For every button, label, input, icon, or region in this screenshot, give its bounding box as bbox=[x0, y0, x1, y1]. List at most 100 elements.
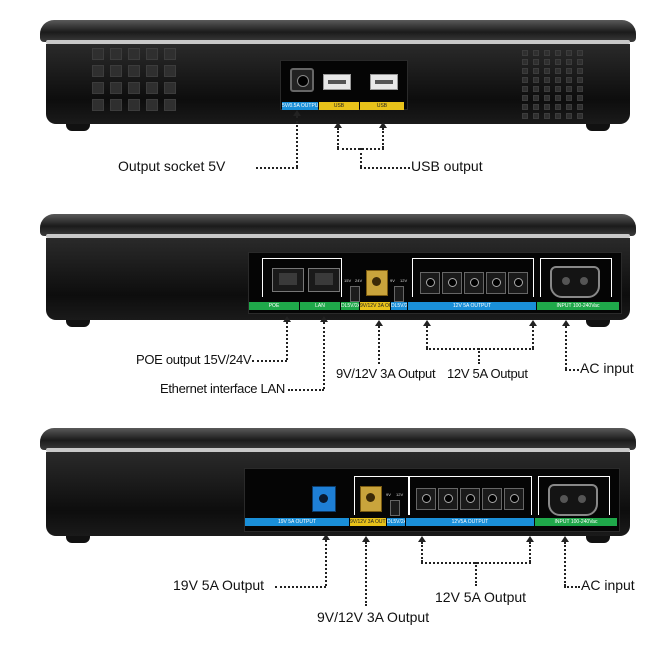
leader-line bbox=[529, 542, 531, 562]
callout-poe-output: POE output 15V/24V bbox=[136, 352, 252, 367]
strip-label-12v5a: 12V5A OUTPUT bbox=[406, 518, 534, 526]
strip-label-usb-2: USB bbox=[360, 102, 404, 110]
device-foot bbox=[586, 124, 610, 131]
dc-5521-port bbox=[420, 272, 440, 294]
callout-19v-5a-output: 19V 5A Output bbox=[173, 577, 265, 593]
strip-label-5v: 5V/0.5A OUTPUT bbox=[282, 102, 318, 110]
strip-label-dl5v-b: DL5V/2A bbox=[391, 302, 407, 310]
device-foot bbox=[586, 320, 610, 327]
dc-5521-port bbox=[464, 272, 484, 294]
bracket-marker bbox=[408, 476, 532, 515]
ac-inlet bbox=[550, 266, 600, 298]
leader-line bbox=[275, 586, 326, 588]
pointer-arrow bbox=[320, 316, 328, 322]
dc-5521-port bbox=[416, 488, 436, 510]
pointer-arrow bbox=[423, 320, 431, 326]
xt-connector-9v-12v bbox=[366, 270, 388, 296]
switch-label-24v: 24V bbox=[355, 278, 363, 283]
device-foot bbox=[586, 536, 610, 543]
ac-inlet bbox=[548, 484, 598, 516]
leader-line bbox=[360, 167, 410, 169]
dc-5521-port bbox=[508, 272, 528, 294]
usb-port-2 bbox=[370, 74, 398, 90]
dc-output-socket bbox=[290, 68, 314, 92]
strip-label-12v-5a: 12V 5A OUTPUT bbox=[408, 302, 536, 310]
switch-label-15v: 15V bbox=[344, 278, 352, 283]
strip-label-ac-input: INPUT 100-240Vac bbox=[537, 302, 619, 310]
device-rim-2 bbox=[46, 234, 630, 238]
rj45-poe-port bbox=[272, 268, 304, 292]
bracket-marker bbox=[262, 258, 342, 297]
leader-line bbox=[378, 326, 380, 364]
pointer-arrow bbox=[418, 536, 426, 542]
dc-5521-port bbox=[438, 488, 458, 510]
strip-label-poe: POE bbox=[249, 302, 299, 310]
output-voltage-switch bbox=[390, 500, 400, 516]
vent-grille-left bbox=[92, 48, 176, 111]
pointer-arrow bbox=[293, 110, 301, 116]
callout-usb-output: USB output bbox=[411, 158, 483, 174]
pointer-arrow bbox=[379, 122, 387, 128]
callout-9v-12v-output: 9V/12V 3A Output bbox=[317, 609, 430, 625]
switch-label-12v: 12V bbox=[400, 278, 408, 283]
callout-output-socket-5v: Output socket 5V bbox=[118, 158, 226, 174]
leader-line bbox=[256, 167, 298, 169]
leader-line bbox=[565, 326, 567, 369]
device-rim-1 bbox=[46, 40, 630, 44]
pointer-arrow bbox=[526, 536, 534, 542]
dc-5521-port bbox=[460, 488, 480, 510]
dc-19v-output-jack bbox=[312, 486, 336, 512]
device-unit-3: 9V 12V 19V 5A OUTPUT 9V/12V 3A OUTPUT DL… bbox=[40, 428, 636, 544]
dc-5521-port bbox=[504, 488, 524, 510]
bracket-marker bbox=[354, 476, 410, 515]
callout-ethernet-lan: Ethernet interface LAN bbox=[160, 381, 285, 396]
device-unit-2: 15V 24V 9V 12V POE LAN DL5V/2A 9V/12V 3A… bbox=[40, 214, 636, 328]
leader-line bbox=[565, 369, 579, 371]
pointer-arrow bbox=[561, 536, 569, 542]
xt-connector-9v-12v bbox=[360, 486, 382, 512]
device-top-2 bbox=[40, 214, 636, 236]
device-foot bbox=[66, 124, 90, 131]
leader-line bbox=[360, 148, 362, 167]
leader-line bbox=[426, 326, 428, 348]
leader-line bbox=[382, 128, 384, 148]
vent-grille-right bbox=[522, 50, 583, 119]
poe-voltage-switch bbox=[350, 286, 360, 302]
leader-line bbox=[421, 542, 423, 562]
callout-ac-input: AC input bbox=[581, 577, 635, 593]
output-voltage-switch bbox=[394, 286, 404, 302]
callout-12v-5a-output: 12V 5A Output bbox=[435, 589, 527, 605]
pointer-arrow bbox=[375, 320, 383, 326]
strip-label-ac-input: INPUT 100-240Vac bbox=[535, 518, 617, 526]
usb-port-1 bbox=[323, 74, 351, 90]
switch-label-9v: 9V bbox=[390, 278, 395, 283]
bracket-marker bbox=[538, 476, 610, 515]
rj45-lan-port bbox=[308, 268, 340, 292]
switch-label-12v: 12V bbox=[396, 492, 404, 497]
leader-line bbox=[252, 360, 287, 362]
leader-line bbox=[365, 542, 367, 606]
callout-9v-12v-output: 9V/12V 3A Output bbox=[336, 366, 436, 381]
leader-line bbox=[564, 542, 566, 586]
dc-5521-port bbox=[442, 272, 462, 294]
pointer-arrow bbox=[362, 536, 370, 542]
bracket-marker bbox=[412, 258, 534, 297]
strip-label-19v-5a: 19V 5A OUTPUT bbox=[245, 518, 349, 526]
device-unit-1: 5V/0.5A OUTPUT USB USB bbox=[40, 20, 636, 132]
leader-line bbox=[296, 116, 298, 167]
device-rim-3 bbox=[46, 448, 630, 452]
leader-line bbox=[323, 322, 325, 389]
pointer-arrow bbox=[322, 534, 330, 540]
device-foot bbox=[66, 536, 90, 543]
leader-line bbox=[478, 348, 480, 364]
dc-5521-port bbox=[486, 272, 506, 294]
switch-label-9v: 9V bbox=[386, 492, 391, 497]
strip-label-lan: LAN bbox=[300, 302, 340, 310]
callout-ac-input: AC input bbox=[580, 360, 634, 376]
leader-line bbox=[475, 562, 477, 586]
pointer-arrow bbox=[334, 122, 342, 128]
leader-line bbox=[288, 389, 324, 391]
leader-line bbox=[325, 540, 327, 586]
leader-line bbox=[426, 348, 534, 350]
device-foot bbox=[66, 320, 90, 327]
